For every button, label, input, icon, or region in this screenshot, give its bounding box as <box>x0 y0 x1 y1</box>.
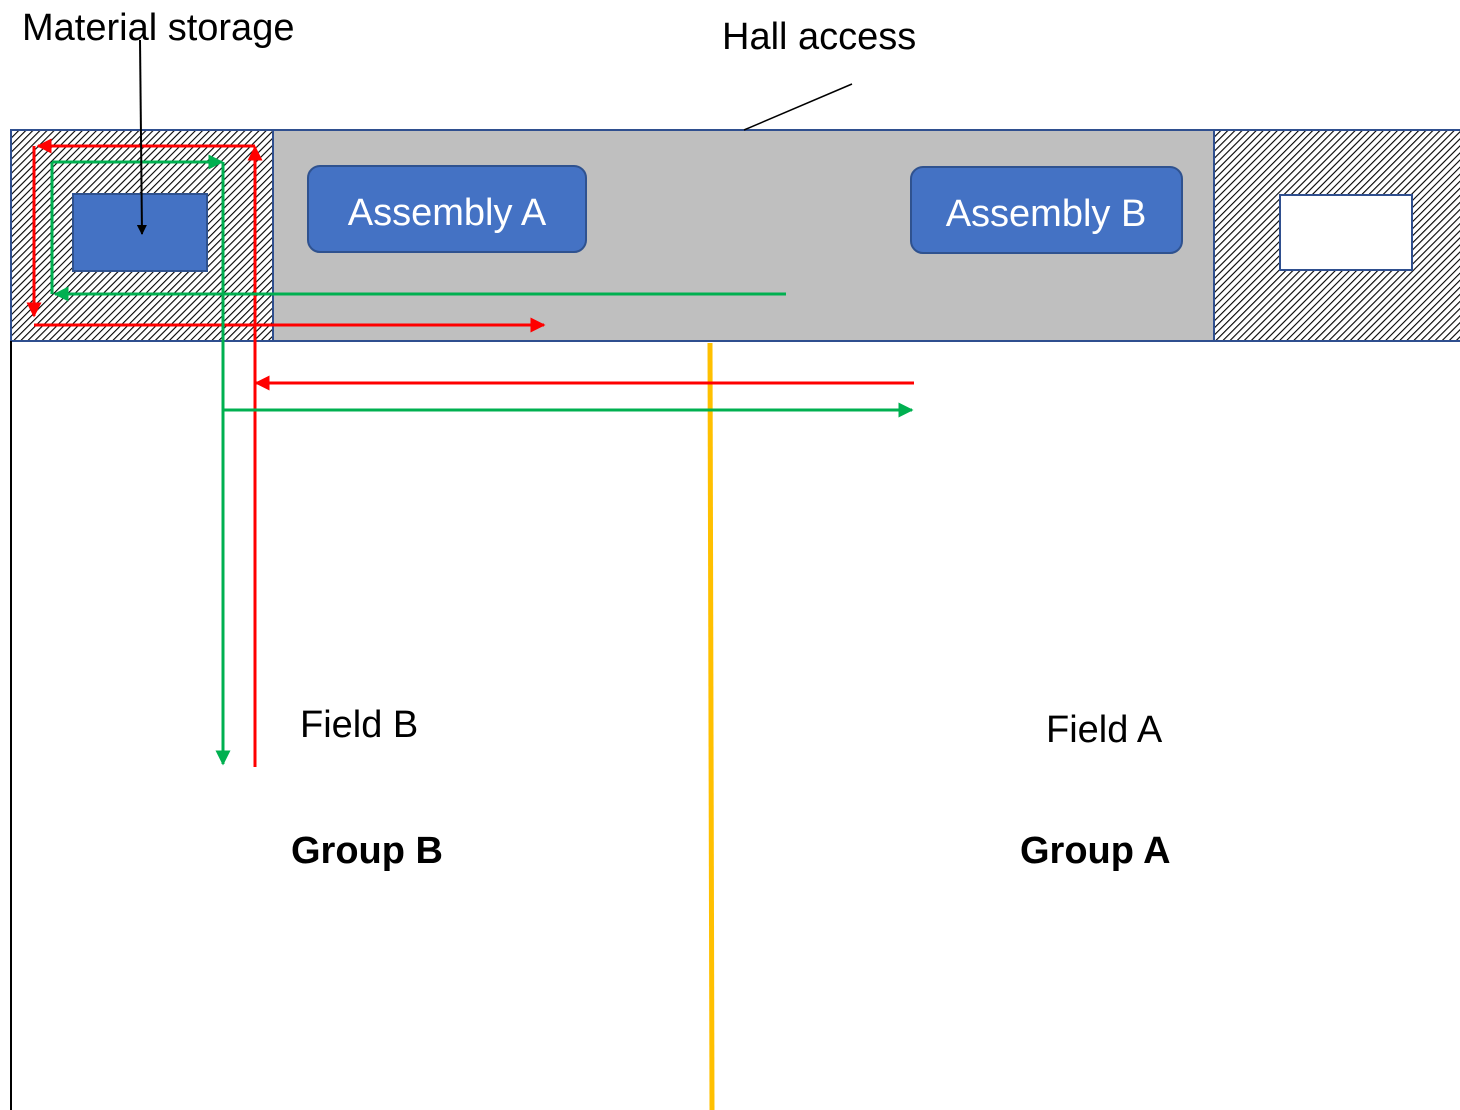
assembly-a-label: Assembly A <box>348 192 547 234</box>
hall-access-label: Hall access <box>722 16 916 58</box>
assembly-a: Assembly A <box>307 165 587 253</box>
assembly-a-box <box>307 165 587 253</box>
field-b-label: Field B <box>300 704 418 746</box>
hall-strip <box>10 129 1460 342</box>
group-b-label: Group B <box>291 830 443 872</box>
material-storage-pointer <box>136 39 147 235</box>
red-route <box>26 138 914 767</box>
assembly-b-label: Assembly B <box>946 193 1147 235</box>
group-a-label: Group A <box>1020 830 1171 872</box>
hall-access-pointer <box>743 83 853 131</box>
green-route <box>50 154 914 766</box>
assembly-b: Assembly B <box>910 166 1183 254</box>
field-divider-line <box>707 342 715 1110</box>
right-storage-slot <box>1279 194 1413 271</box>
assembly-b-box <box>910 166 1183 254</box>
field-a-label: Field A <box>1046 709 1163 751</box>
material-storage-box <box>72 193 208 272</box>
material-storage-label: Material storage <box>22 7 294 49</box>
